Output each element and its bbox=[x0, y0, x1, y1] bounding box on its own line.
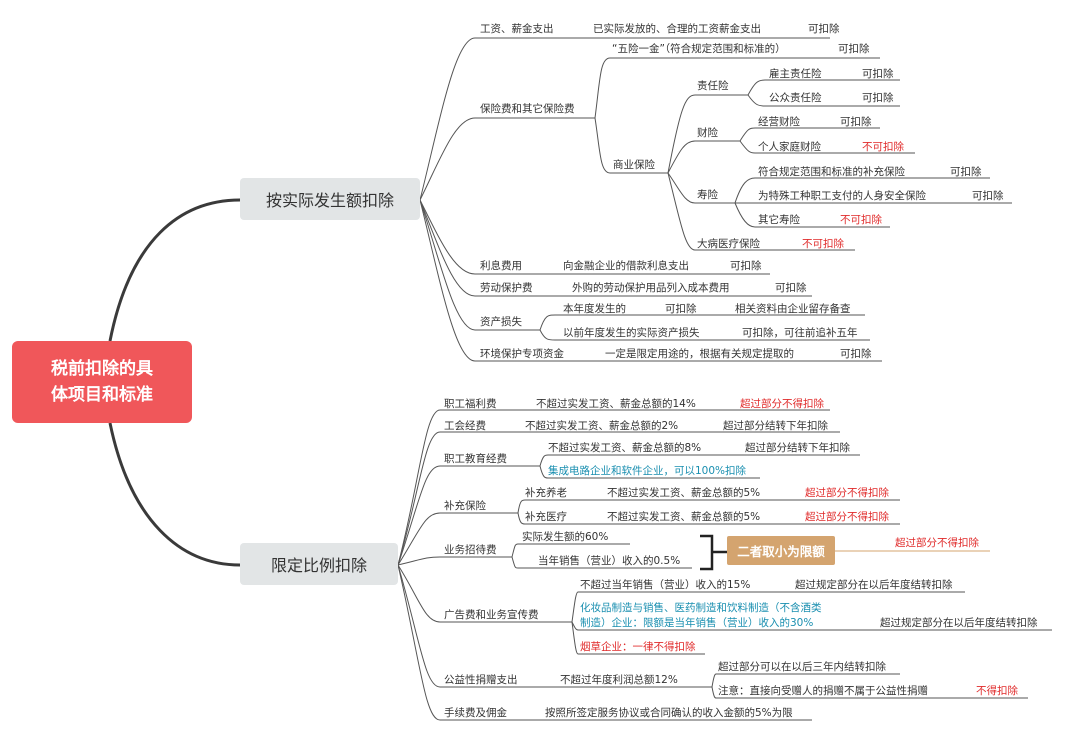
adv-b-result: 超过规定部分在以后年度结转扣除 bbox=[880, 617, 1038, 629]
labor-result: 可扣除 bbox=[775, 282, 807, 294]
root-line-2: 体项目和标准 bbox=[51, 385, 153, 405]
ent-a: 实际发生额的60% bbox=[522, 531, 609, 543]
category-actual: 按实际发生额扣除 bbox=[240, 178, 420, 220]
adv-label: 广告费和业务宣传费 bbox=[444, 609, 539, 621]
asset-cur: 本年度发生的 bbox=[563, 303, 626, 315]
insurance-label: 保险费和其它保险费 bbox=[480, 103, 575, 115]
wage-label: 工资、薪金支出 bbox=[480, 23, 554, 35]
supp-medical-result: 超过部分不得扣除 bbox=[805, 511, 889, 523]
fee-label: 手续费及佣金 bbox=[444, 707, 507, 719]
public-result: 可扣除 bbox=[862, 92, 894, 104]
charity-b: 注意：直接向受赠人的捐赠不属于公益性捐赠 bbox=[718, 685, 928, 697]
union-label: 工会经费 bbox=[444, 420, 486, 432]
interest-label: 利息费用 bbox=[480, 260, 522, 272]
union-detail: 不超过实发工资、薪金总额的2% bbox=[525, 420, 679, 432]
labor-label: 劳动保护费 bbox=[480, 282, 533, 294]
business-prop-result: 可扣除 bbox=[840, 116, 872, 128]
adv-b2: 制造）企业：限额是当年销售（营业）收入的30% bbox=[580, 617, 814, 629]
charity-a: 超过部分可以在以后三年内结转扣除 bbox=[718, 661, 886, 673]
special-label: 为特殊工种职工支付的人身安全保险 bbox=[758, 190, 926, 202]
ent-limit-box: 二者取小为限额 bbox=[727, 536, 835, 565]
supp-medical-detail: 不超过实发工资、薪金总额的5% bbox=[607, 511, 761, 523]
commercial-label: 商业保险 bbox=[613, 159, 655, 171]
other-life-label: 其它寿险 bbox=[758, 214, 800, 226]
root-line-1: 税前扣除的具 bbox=[51, 359, 153, 379]
adv-a-result: 超过规定部分在以后年度结转扣除 bbox=[795, 579, 953, 591]
welfare-detail: 不超过实发工资、薪金总额的14% bbox=[536, 398, 696, 410]
wuxian-label: “五险一金”（符合规定范围和标准的） bbox=[612, 43, 786, 55]
edu-label: 职工教育经费 bbox=[444, 453, 507, 465]
liability-label: 责任险 bbox=[697, 80, 729, 92]
edu-result: 超过部分结转下年扣除 bbox=[745, 442, 850, 454]
asset-cur-result: 可扣除 bbox=[665, 303, 697, 315]
supp-pension-result: 超过部分不得扣除 bbox=[805, 487, 889, 499]
env-label: 环境保护专项资金 bbox=[480, 348, 564, 360]
supp-medical: 补充医疗 bbox=[525, 511, 567, 523]
personal-prop-label: 个人家庭财险 bbox=[758, 141, 821, 153]
major-label: 大病医疗保险 bbox=[697, 238, 760, 250]
charity-b-result: 不得扣除 bbox=[976, 685, 1018, 697]
supplement-result: 可扣除 bbox=[950, 166, 982, 178]
public-label: 公众责任险 bbox=[769, 92, 822, 104]
supp-pension-detail: 不超过实发工资、薪金总额的5% bbox=[607, 487, 761, 499]
supplement-label: 符合规定范围和标准的补充保险 bbox=[758, 166, 905, 178]
supp-pension: 补充养老 bbox=[525, 487, 567, 499]
interest-detail: 向金融企业的借款利息支出 bbox=[563, 260, 689, 272]
life-label: 寿险 bbox=[697, 189, 718, 201]
union-result: 超过部分结转下年扣除 bbox=[723, 420, 828, 432]
fee-detail: 按照所签定服务协议或合同确认的收入金额的5%为限 bbox=[545, 707, 793, 719]
asset-prev-result: 可扣除，可往前追补五年 bbox=[742, 327, 858, 339]
adv-c: 烟草企业：一律不得扣除 bbox=[580, 641, 696, 653]
personal-prop-result: 不可扣除 bbox=[862, 141, 904, 153]
ent-label: 业务招待费 bbox=[444, 544, 497, 556]
env-result: 可扣除 bbox=[840, 348, 872, 360]
wuxian-result: 可扣除 bbox=[838, 43, 870, 55]
adv-a: 不超过当年销售（营业）收入的15% bbox=[580, 579, 751, 591]
root-topic: 税前扣除的具体项目和标准 bbox=[12, 341, 192, 423]
asset-label: 资产损失 bbox=[480, 316, 522, 328]
edu-special: 集成电路企业和软件企业，可以100%扣除 bbox=[548, 465, 747, 477]
ent-result: 超过部分不得扣除 bbox=[895, 537, 979, 549]
charity-label: 公益性捐赠支出 bbox=[444, 674, 518, 686]
supp-label: 补充保险 bbox=[444, 500, 486, 512]
business-prop-label: 经营财险 bbox=[758, 116, 800, 128]
wage-detail: 已实际发放的、合理的工资薪金支出 bbox=[593, 23, 761, 35]
special-result: 可扣除 bbox=[972, 190, 1004, 202]
other-life-result: 不可扣除 bbox=[840, 214, 882, 226]
interest-result: 可扣除 bbox=[730, 260, 762, 272]
category-ratio: 限定比例扣除 bbox=[240, 543, 398, 585]
welfare-label: 职工福利费 bbox=[444, 398, 497, 410]
employer-label: 雇主责任险 bbox=[769, 68, 822, 80]
env-detail: 一定是限定用途的，根据有关规定提取的 bbox=[605, 348, 794, 360]
major-result: 不可扣除 bbox=[802, 238, 844, 250]
charity-detail: 不超过年度利润总额12% bbox=[560, 674, 678, 686]
asset-cur-note: 相关资料由企业留存备查 bbox=[735, 303, 851, 315]
property-label: 财险 bbox=[697, 127, 718, 139]
ent-b: 当年销售（营业）收入的0.5% bbox=[538, 555, 681, 567]
wage-result: 可扣除 bbox=[808, 23, 840, 35]
employer-result: 可扣除 bbox=[862, 68, 894, 80]
asset-prev: 以前年度发生的实际资产损失 bbox=[563, 327, 700, 339]
edu-detail: 不超过实发工资、薪金总额的8% bbox=[548, 442, 702, 454]
adv-b1: 化妆品制造与销售、医药制造和饮料制造（不含酒类 bbox=[580, 602, 822, 614]
labor-detail: 外购的劳动保护用品列入成本费用 bbox=[572, 282, 730, 294]
welfare-result: 超过部分不得扣除 bbox=[740, 398, 824, 410]
